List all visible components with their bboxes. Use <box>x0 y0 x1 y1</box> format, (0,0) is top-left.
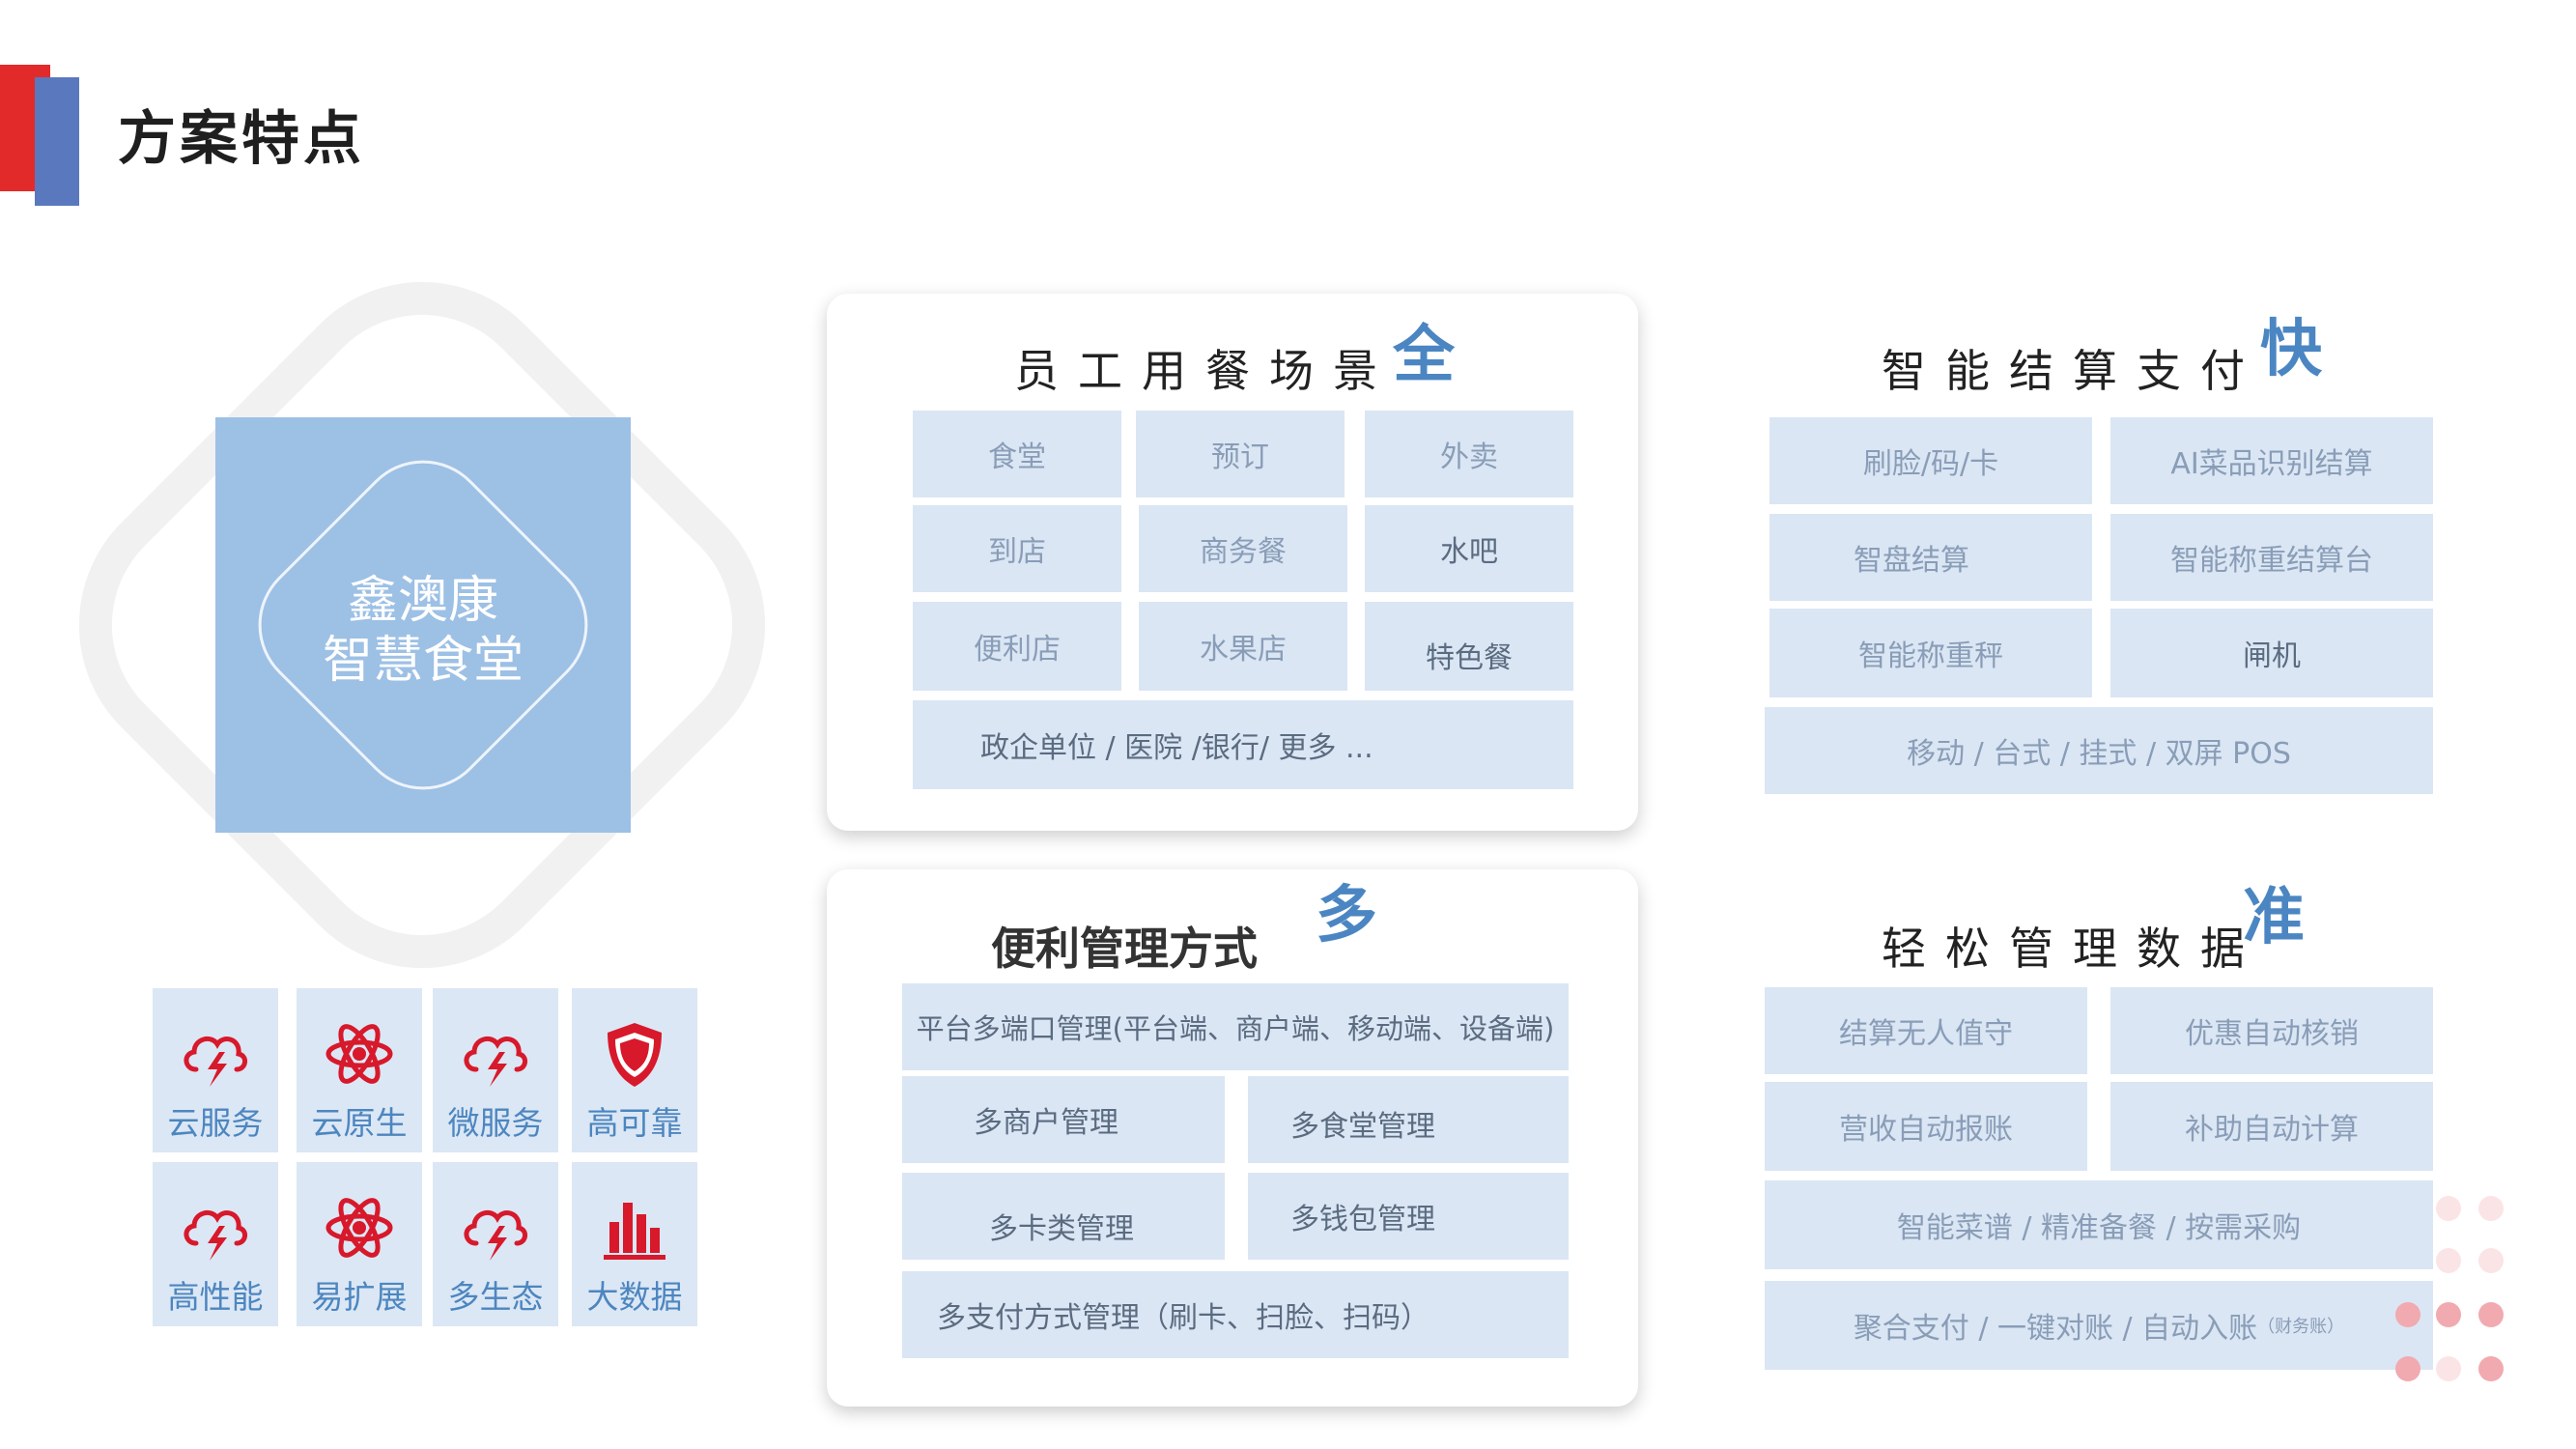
payment-item: 闸机 <box>2110 609 2433 697</box>
management-top-item: 平台多端口管理(平台端、商户端、移动端、设备端) <box>902 983 1569 1070</box>
feature-extensible: 易扩展 <box>297 1162 422 1326</box>
cloud-lightning-icon <box>464 1036 527 1087</box>
management-item: 多钱包管理 <box>1248 1173 1569 1260</box>
feature-microservice: 微服务 <box>433 988 558 1152</box>
feature-high-performance: 高性能 <box>153 1162 278 1326</box>
data-row-payment-text: 聚合支付 / 一键对账 / 自动入账 <box>1853 1312 2258 1346</box>
data-title: 轻松管理数据 <box>1882 923 2264 975</box>
dining-item: 特色餐 <box>1365 602 1573 691</box>
dining-title: 员工用餐场景 <box>1014 345 1397 397</box>
decor-dot <box>2478 1302 2504 1327</box>
logo-line-1: 鑫澳康 <box>347 572 498 630</box>
dining-item: 食堂 <box>913 411 1121 497</box>
feature-label: 易扩展 <box>311 1278 408 1316</box>
dining-item: 预订 <box>1136 411 1345 497</box>
management-item: 多食堂管理 <box>1248 1076 1569 1163</box>
feature-ecosystem: 多生态 <box>433 1162 558 1326</box>
feature-label: 大数据 <box>586 1278 683 1316</box>
data-item: 优惠自动核销 <box>2110 987 2433 1074</box>
header-accent-blue <box>35 77 79 206</box>
keyword-all: 全 <box>1393 320 1455 391</box>
management-footer: 多支付方式管理（刷卡、扫脸、扫码） <box>902 1271 1569 1358</box>
logo-text: 鑫澳康 智慧食堂 <box>215 417 631 833</box>
decor-dot <box>2478 1196 2504 1221</box>
payment-item: 智盘结算 <box>1769 514 2092 601</box>
dining-item: 外卖 <box>1365 411 1573 497</box>
bar-chart-icon <box>604 1203 665 1260</box>
payment-footer: 移动 / 台式 / 挂式 / 双屏 POS <box>1765 707 2433 794</box>
dining-item: 商务餐 <box>1139 505 1347 592</box>
feature-big-data: 大数据 <box>572 1162 697 1326</box>
payment-item: AI菜品识别结算 <box>2110 417 2433 504</box>
cloud-lightning-icon <box>184 1209 247 1261</box>
feature-cloud-service: 云服务 <box>153 988 278 1152</box>
data-row-recipes: 智能菜谱 / 精准备餐 / 按需采购 <box>1765 1180 2433 1269</box>
dining-item: 便利店 <box>913 602 1121 691</box>
management-item: 多商户管理 <box>902 1076 1225 1163</box>
atom-icon <box>326 1024 393 1084</box>
data-row-payment: 聚合支付 / 一键对账 / 自动入账 （财务账） <box>1765 1281 2433 1370</box>
dining-footer: 政企单位 / 医院 /银行/ 更多 ... <box>913 700 1573 789</box>
decor-dot <box>2436 1248 2461 1273</box>
data-item: 补助自动计算 <box>2110 1082 2433 1171</box>
decor-dot <box>2395 1302 2420 1327</box>
decor-dot <box>2436 1356 2461 1381</box>
payment-item: 智能称重秤 <box>1769 609 2092 697</box>
dining-item: 水果店 <box>1139 602 1347 691</box>
keyword-fast: 快 <box>2260 314 2322 385</box>
feature-label: 云服务 <box>167 1104 264 1142</box>
feature-label: 高可靠 <box>586 1104 683 1142</box>
cloud-lightning-icon <box>464 1209 527 1261</box>
feature-label: 高性能 <box>167 1278 264 1316</box>
keyword-accurate: 准 <box>2243 882 2305 953</box>
payment-item: 刷脸/码/卡 <box>1769 417 2092 504</box>
management-item: 多卡类管理 <box>902 1173 1225 1260</box>
feature-label: 云原生 <box>311 1104 408 1142</box>
feature-label: 多生态 <box>447 1278 544 1316</box>
dining-item: 到店 <box>913 505 1121 592</box>
payment-title: 智能结算支付 <box>1882 345 2264 397</box>
cloud-lightning-icon <box>184 1036 247 1087</box>
feature-cloud-native: 云原生 <box>297 988 422 1152</box>
logo: 鑫澳康 智慧食堂 <box>215 417 631 833</box>
decor-dot <box>2436 1196 2461 1221</box>
decor-dot <box>2395 1356 2420 1381</box>
atom-icon <box>326 1198 393 1258</box>
data-row-payment-note: （财务账） <box>2257 1317 2345 1337</box>
decor-dot <box>2436 1302 2461 1327</box>
feature-high-reliability: 高可靠 <box>572 988 697 1152</box>
shield-icon <box>608 1023 662 1087</box>
dining-item: 水吧 <box>1365 505 1573 592</box>
feature-label: 微服务 <box>447 1104 544 1142</box>
decor-dot <box>2478 1356 2504 1381</box>
payment-item: 智能称重结算台 <box>2110 514 2433 601</box>
data-item: 营收自动报账 <box>1765 1082 2087 1171</box>
keyword-many: 多 <box>1316 880 1377 952</box>
management-title: 便利管理方式 <box>991 923 1258 975</box>
page-title: 方案特点 <box>118 105 365 173</box>
decor-dot <box>2478 1248 2504 1273</box>
data-item: 结算无人值守 <box>1765 987 2087 1074</box>
logo-line-2: 智慧食堂 <box>322 632 524 690</box>
